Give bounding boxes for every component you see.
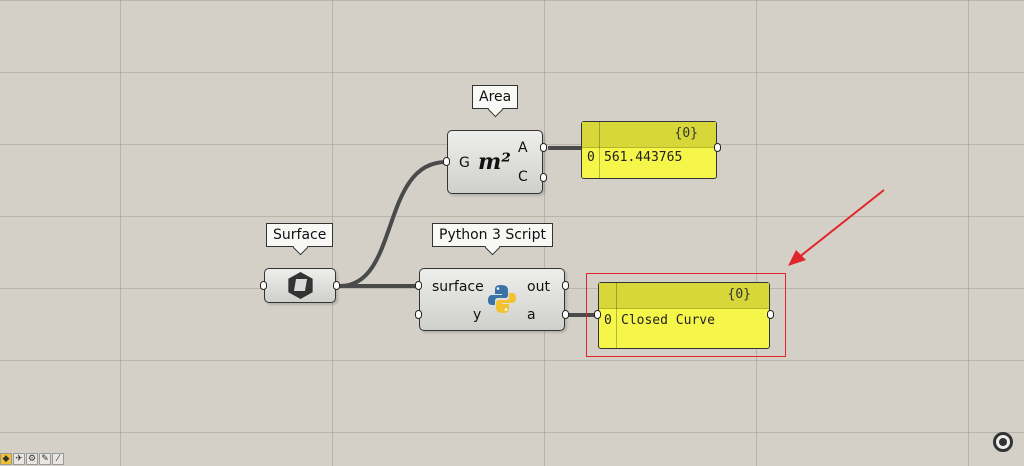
python-input-surface-port[interactable] xyxy=(415,281,422,290)
annotation-arrow-head xyxy=(788,250,806,266)
rotate-view-icon[interactable] xyxy=(993,432,1013,452)
area-input-g-port[interactable] xyxy=(443,157,450,166)
area-panel-output-port[interactable] xyxy=(714,143,721,152)
area-result-panel[interactable]: {0} 0 561.443765 xyxy=(581,121,717,179)
gear-icon[interactable]: ⚙ xyxy=(26,453,38,465)
area-output-a-label: A xyxy=(518,140,528,156)
area-component[interactable]: G m² A C xyxy=(447,130,543,194)
area-output-c-port[interactable] xyxy=(540,173,547,182)
surface-input-port[interactable] xyxy=(260,281,267,290)
python-output-out-label: out xyxy=(527,279,550,295)
brush-icon[interactable]: ⁄ xyxy=(52,453,64,465)
panel-index: 0 xyxy=(587,150,595,165)
panel-divider xyxy=(616,283,617,348)
area-tag: Area xyxy=(472,85,519,109)
python-input-y-port[interactable] xyxy=(415,310,422,319)
python-output-out-port[interactable] xyxy=(562,281,569,290)
panel-path: {0} xyxy=(674,126,698,141)
area-m2-icon: m² xyxy=(478,149,511,175)
area-output-c-label: C xyxy=(518,169,528,185)
python-panel-input-port[interactable] xyxy=(594,310,601,319)
panel-path: {0} xyxy=(727,287,751,302)
wire-surface-to-area xyxy=(339,160,447,288)
python-panel-output-port[interactable] xyxy=(767,310,774,319)
highlight-box xyxy=(586,273,786,357)
panel-index: 0 xyxy=(604,313,612,328)
surface-output-port[interactable] xyxy=(333,281,340,290)
panel-value: 561.443765 xyxy=(604,150,683,165)
panel-header: {0} xyxy=(582,122,716,148)
python-tag: Python 3 Script xyxy=(432,223,553,247)
panel-value: Closed Curve xyxy=(621,313,715,328)
annotation-arrow xyxy=(797,189,885,259)
python-output-a-port[interactable] xyxy=(562,310,569,319)
python-input-surface-label: surface xyxy=(432,279,484,295)
python-result-panel[interactable]: {0} 0 Closed Curve xyxy=(598,282,770,349)
panel-header: {0} xyxy=(599,283,769,309)
surface-component[interactable] xyxy=(264,268,336,303)
panel-divider xyxy=(599,122,600,178)
pen-icon[interactable]: ✎ xyxy=(39,453,51,465)
grasshopper-icon[interactable]: ◆ xyxy=(0,453,12,465)
python-logo-icon xyxy=(488,285,516,313)
python-script-component[interactable]: surface y out a xyxy=(419,268,565,331)
pin-icon[interactable]: ✈ xyxy=(13,453,25,465)
surface-icon xyxy=(288,272,313,299)
canvas-toolbar: ◆ ✈ ⚙ ✎ ⁄ xyxy=(0,452,80,466)
area-input-g-label: G xyxy=(459,155,470,171)
area-output-a-port[interactable] xyxy=(540,143,547,152)
python-input-y-label: y xyxy=(473,307,482,323)
surface-tag: Surface xyxy=(266,223,334,247)
python-output-a-label: a xyxy=(527,307,536,323)
